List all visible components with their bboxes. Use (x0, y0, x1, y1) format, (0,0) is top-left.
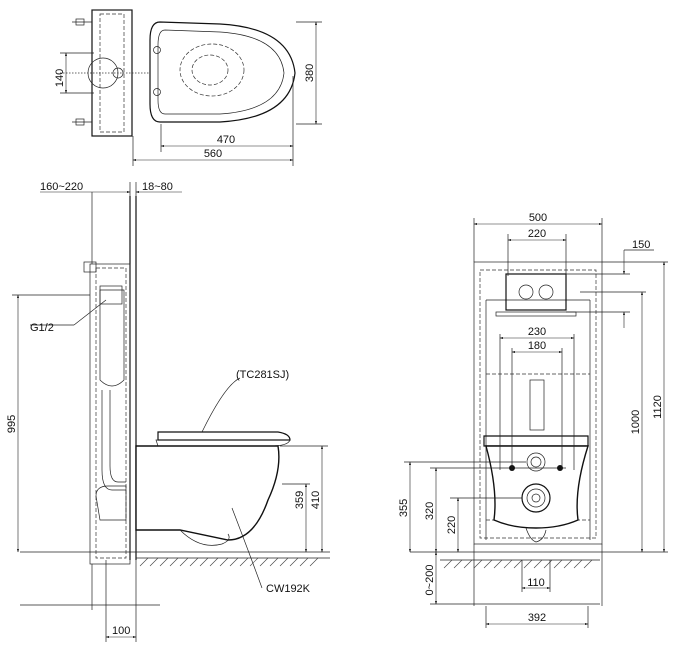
side-floor-hatch (139, 557, 319, 567)
dim-500-label: 500 (529, 212, 547, 224)
front-seat (483, 435, 589, 447)
bowl-model-label: CW192K (266, 583, 311, 595)
dim-355-label: 355 (398, 499, 410, 517)
front-floor-hatch (443, 559, 593, 569)
dim-140-label: 140 (54, 69, 66, 87)
flush-button-right-icon (538, 284, 554, 300)
side-bowl (135, 445, 280, 541)
side-view: 160~220 18~80 G1/2 (TC281SJ) CW192K (6, 181, 330, 642)
dim-220-low-label: 220 (446, 516, 458, 534)
dim-180-label: 180 (528, 340, 546, 352)
dim-0-200-label: 0~200 (424, 565, 436, 596)
dim-995-label: 995 (6, 415, 18, 433)
top-bolt-upper-icon (72, 18, 92, 26)
side-seat (157, 431, 291, 441)
front-view: 500 220 150 230 180 1000 1120 35 (398, 212, 668, 628)
top-bolt-lower-icon (72, 118, 92, 126)
dim-18-80-label: 18~80 (142, 181, 173, 193)
dim-1120-label: 1120 (652, 395, 664, 419)
dim-150-label: 150 (632, 239, 650, 251)
dim-470-label: 470 (217, 134, 235, 146)
dim-380-label: 380 (304, 64, 316, 82)
front-pipe (529, 379, 545, 431)
g12-label: G1/2 (30, 322, 54, 334)
dim-230-label: 230 (528, 326, 546, 338)
dim-392-label: 392 (528, 612, 546, 624)
side-frame (89, 263, 131, 565)
top-view: 140 380 470 560 (54, 9, 322, 166)
dim-359-label: 359 (294, 491, 306, 509)
dim-320-label: 320 (424, 502, 436, 520)
front-frame (473, 261, 603, 545)
dim-410-label: 410 (310, 491, 322, 509)
dim-1000-label: 1000 (630, 410, 642, 434)
seat-model-label: (TC281SJ) (236, 369, 289, 381)
dim-560-label: 560 (204, 148, 222, 160)
front-flush-box (505, 273, 567, 311)
dim-220-top-label: 220 (528, 228, 546, 240)
flush-button-left-icon (518, 284, 534, 300)
top-seat-outline (149, 21, 296, 123)
top-seat-inner (157, 29, 285, 115)
top-bowl-opening (179, 43, 245, 97)
dim-100-label: 100 (112, 625, 130, 637)
dim-110-label: 110 (527, 577, 545, 589)
side-cistern (99, 289, 125, 387)
dim-160-220-label: 160~220 (40, 181, 83, 193)
front-bowl (485, 445, 589, 529)
front-inlet-circle (526, 452, 546, 472)
